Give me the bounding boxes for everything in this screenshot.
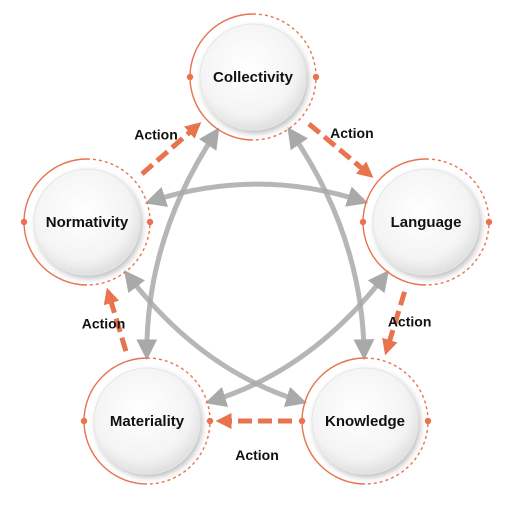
node-label: Materiality (110, 413, 185, 430)
ring-dot (359, 218, 367, 226)
ring-dot (424, 417, 432, 425)
action-label: Action (82, 315, 126, 331)
ring-dot (312, 73, 320, 81)
node-label: Collectivity (213, 69, 294, 86)
ring-dot (298, 417, 306, 425)
action-arrow-materiality-normativity (103, 287, 129, 352)
node-disc (199, 23, 307, 131)
action-arrow-collectivity-language (307, 121, 374, 178)
node-language: Language (359, 158, 493, 286)
node-disc (93, 367, 201, 475)
action-label: Action (235, 447, 279, 463)
cross-arrow-normativity-language (144, 181, 369, 207)
node-materiality: Materiality (80, 357, 214, 485)
ring-dot (485, 218, 493, 226)
node-disc (33, 168, 141, 276)
cross-arrow-collectivity-materiality (136, 127, 220, 361)
action-label: Action (134, 127, 178, 143)
ring-dot (206, 417, 214, 425)
ring-dot (80, 417, 88, 425)
cross-arrow-language-materiality (204, 270, 389, 408)
action-label: Action (388, 313, 432, 329)
ring-dot (146, 218, 154, 226)
node-label: Knowledge (325, 413, 405, 430)
node-disc (372, 168, 480, 276)
node-label: Language (391, 214, 462, 231)
node-knowledge: Knowledge (298, 357, 432, 485)
node-disc (311, 367, 419, 475)
node-collectivity: Collectivity (186, 13, 320, 141)
node-label: Normativity (46, 214, 129, 231)
action-label: Action (330, 125, 374, 141)
ring-dot (20, 218, 28, 226)
action-arrow-normativity-collectivity (140, 122, 202, 176)
ring-dot (186, 73, 194, 81)
node-normativity: Normativity (20, 158, 154, 286)
action-arrow-language-knowledge (382, 291, 407, 356)
cross-arrow-collectivity-knowledge (287, 127, 375, 361)
cross-arrows (123, 127, 389, 408)
